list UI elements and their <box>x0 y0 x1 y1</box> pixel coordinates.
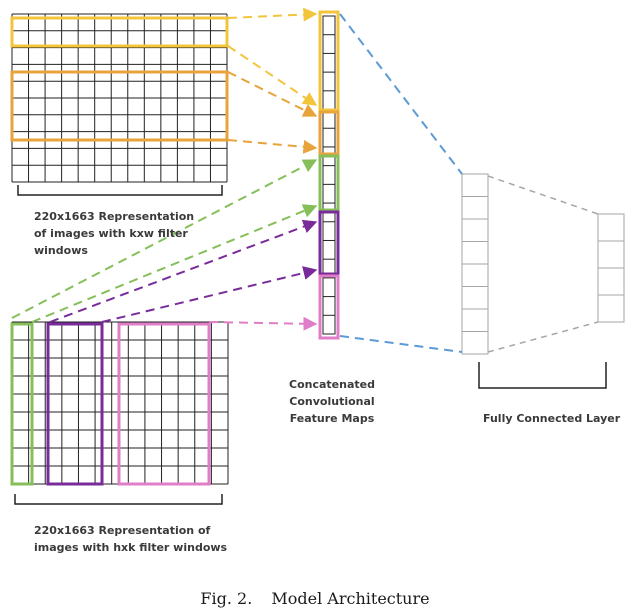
top-input-grid <box>11 13 228 183</box>
top-filter-window-yellow <box>10 16 229 48</box>
top-filter-window-orange <box>10 70 229 142</box>
fc-layer-output <box>597 213 625 323</box>
fc-connector-top <box>487 175 599 215</box>
connector-blue-bottom <box>339 335 463 353</box>
fc-bracket <box>478 362 607 389</box>
figure-title: Model Architecture <box>271 589 430 608</box>
bottom-grid-label-line-2: images with hxk filter windows <box>34 541 228 554</box>
concat-label-line-3: Feature Maps <box>289 412 375 425</box>
bottom-filter-window-purple <box>46 322 104 486</box>
concat-label: Concatenated Convolutional Feature Maps <box>272 376 392 427</box>
arrow-orange-top <box>227 71 318 117</box>
fc-layer-input <box>461 173 489 355</box>
top-grid-bracket <box>17 185 223 196</box>
feature-map-purple <box>318 210 340 276</box>
fc-connector-bottom <box>487 321 599 353</box>
top-grid-label: 220x1663 Representation of images with k… <box>34 208 194 259</box>
arrow-yellow-top <box>227 7 318 22</box>
top-grid-label-line-1: 220x1663 Representation <box>34 210 195 223</box>
feature-map-orange <box>318 110 340 156</box>
figure-number: Fig. 2. <box>200 589 253 608</box>
arrow-green-top <box>11 159 318 319</box>
arrow-purple-top <box>49 219 318 323</box>
feature-map-pink <box>318 274 340 340</box>
arrow-yellow-bottom <box>227 45 318 106</box>
feature-map-yellow <box>318 10 340 112</box>
concat-label-line-1: Concatenated <box>289 378 375 391</box>
bottom-filter-window-green <box>10 322 34 486</box>
bottom-grid-label-line-1: 220x1663 Representation of <box>34 524 211 537</box>
arrow-pink <box>208 316 318 331</box>
top-grid-label-line-3: windows <box>34 244 88 257</box>
arrow-orange-bottom <box>227 139 318 154</box>
bottom-filter-window-pink <box>117 322 211 486</box>
arrow-green-bottom <box>31 204 318 323</box>
bottom-grid-label: 220x1663 Representation of images with h… <box>34 522 227 556</box>
top-grid-label-line-2: of images with kxw filter <box>34 227 188 240</box>
feature-map-green <box>318 154 340 212</box>
concatenated-feature-map-column <box>322 15 336 335</box>
connector-blue-top <box>339 13 463 175</box>
concat-label-line-2: Convolutional <box>289 395 375 408</box>
fc-label-text: Fully Connected Layer <box>483 412 621 425</box>
feature-map-frame <box>322 15 336 335</box>
fc-label: Fully Connected Layer <box>483 410 620 427</box>
bottom-input-grid <box>11 321 229 485</box>
arrow-purple-bottom <box>101 266 318 323</box>
bottom-grid-bracket <box>14 494 223 505</box>
figure-caption: Fig. 2. Model Architecture <box>0 589 630 608</box>
